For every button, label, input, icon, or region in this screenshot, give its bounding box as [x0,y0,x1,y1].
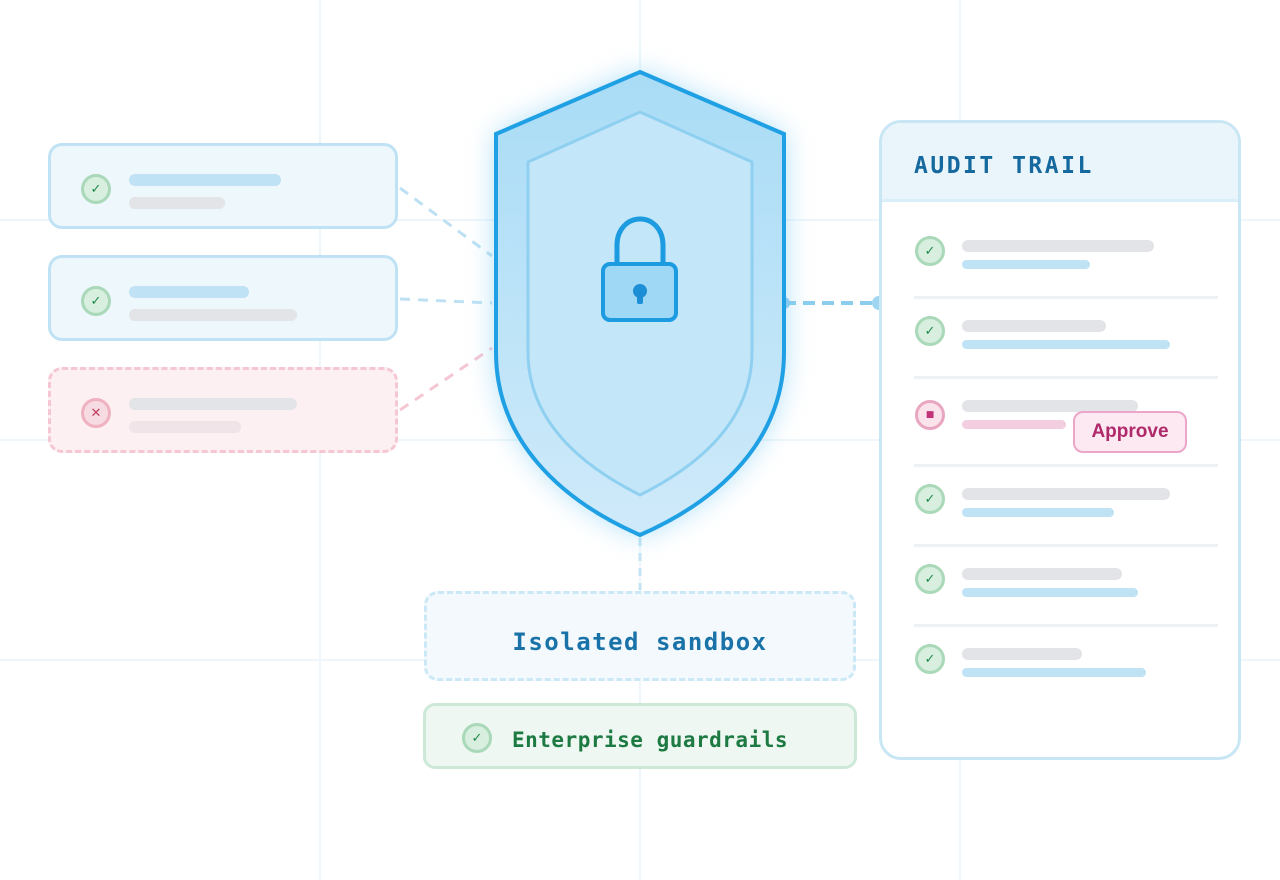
placeholder-bar [962,340,1170,349]
audit-divider [914,464,1218,467]
guardrails-badge: ✓ Enterprise guardrails [423,703,857,769]
placeholder-bar [129,421,241,433]
audit-divider [914,296,1218,299]
lock-icon [601,216,678,322]
check-icon: ✓ [915,564,945,594]
request-connector [399,297,493,305]
cross-icon: ✕ [81,398,111,428]
approve-button[interactable]: Approve [1073,411,1187,453]
check-icon: ✓ [915,484,945,514]
check-icon: ✓ [915,236,945,266]
audit-title: AUDIT TRAIL [914,153,1094,179]
shield [494,69,786,538]
audit-header: AUDIT TRAIL [882,123,1238,202]
placeholder-bar [962,648,1082,660]
placeholder-bar [129,309,297,321]
placeholder-bar [962,260,1090,269]
check-icon: ✓ [915,316,945,346]
placeholder-bar [962,568,1122,580]
placeholder-bar [129,197,225,209]
placeholder-bar [962,320,1106,332]
check-icon: ✓ [915,644,945,674]
request-connector [399,186,493,258]
audit-divider [914,624,1218,627]
guardrails-label: Enterprise guardrails [512,728,789,752]
audit-divider [914,544,1218,547]
check-icon: ✓ [81,174,111,204]
placeholder-bar [962,588,1138,597]
placeholder-bar [962,420,1066,429]
placeholder-bar [962,508,1114,517]
request-card-blocked: ✕ [48,367,398,453]
placeholder-bar [129,286,249,298]
audit-divider [914,376,1218,379]
audit-trail-panel: AUDIT TRAIL ✓ ✓ ■ Approve ✓ ✓ [879,120,1241,760]
check-icon: ✓ [81,286,111,316]
placeholder-bar [962,400,1138,412]
placeholder-bar [129,398,297,410]
request-card-allowed: ✓ [48,255,398,341]
placeholder-bar [962,488,1170,500]
check-icon: ✓ [462,723,492,753]
blocked-connector [399,346,493,412]
pending-icon: ■ [915,400,945,430]
placeholder-bar [129,174,281,186]
placeholder-bar [962,240,1154,252]
sandbox-label: Isolated sandbox [512,628,768,656]
placeholder-bar [962,668,1146,677]
request-card-allowed: ✓ [48,143,398,229]
sandbox-box: Isolated sandbox [424,591,856,681]
